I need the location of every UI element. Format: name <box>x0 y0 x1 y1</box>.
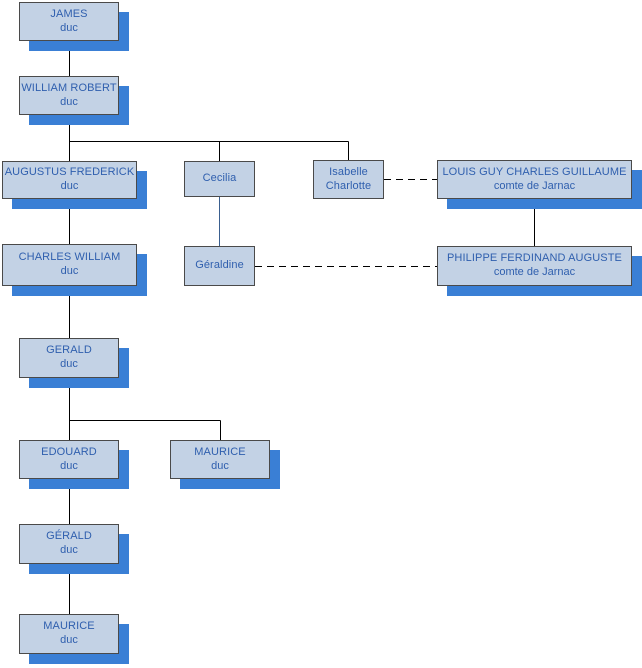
node-name: AUGUSTUS FREDERICK <box>4 166 135 179</box>
node-name: MAURICE <box>194 445 246 458</box>
node-name: GÉRALD <box>46 530 92 543</box>
node-augustus-frederick[interactable]: AUGUSTUS FREDERICK duc <box>2 161 137 199</box>
node-william-robert[interactable]: WILLIAM ROBERT duc <box>19 76 119 115</box>
node-title: comte de Jarnac <box>493 179 576 192</box>
node-title: duc <box>60 634 78 646</box>
node-name: JAMES <box>50 7 88 20</box>
node-title: duc <box>60 265 79 277</box>
node-cecilia[interactable]: Cecilia <box>184 161 255 197</box>
node-name: Géraldine <box>195 259 244 272</box>
node-title: duc <box>211 459 229 472</box>
node-name: WILLIAM ROBERT <box>21 81 117 94</box>
node-maurice-1[interactable]: MAURICE duc <box>170 440 270 479</box>
node-name: GERALD <box>46 344 92 357</box>
node-gerald-2[interactable]: GÉRALD duc <box>19 524 119 564</box>
node-name: EDOUARD <box>41 445 97 458</box>
node-name: MAURICE <box>43 620 95 633</box>
node-edouard[interactable]: EDOUARD duc <box>19 440 119 479</box>
node-name: CHARLES WILLIAM <box>18 251 121 264</box>
node-gerald-1[interactable]: GERALD duc <box>19 338 119 378</box>
node-title: comte de Jarnac <box>493 266 576 278</box>
node-name: Cecilia <box>202 172 237 185</box>
node-charles-william[interactable]: CHARLES WILLIAM duc <box>2 244 137 286</box>
node-name: LOUIS GUY CHARLES GUILLAUME <box>442 165 627 178</box>
node-maurice-2[interactable]: MAURICE duc <box>19 614 119 654</box>
node-geraldine[interactable]: Géraldine <box>184 246 255 286</box>
node-title: duc <box>60 180 79 192</box>
node-louis-guy-charles-guillaume[interactable]: LOUIS GUY CHARLES GUILLAUME comte de Jar… <box>437 160 632 199</box>
node-name: PHILIPPE FERDINAND AUGUSTE <box>447 252 622 265</box>
node-isabelle-charlotte[interactable]: Isabelle Charlotte <box>313 160 384 199</box>
node-title: duc <box>60 358 78 370</box>
node-title: duc <box>60 95 78 108</box>
node-philippe-ferdinand-auguste[interactable]: PHILIPPE FERDINAND AUGUSTE comte de Jarn… <box>437 246 632 286</box>
node-name: Isabelle Charlotte <box>325 165 372 192</box>
node-title: duc <box>60 544 78 556</box>
node-james[interactable]: JAMES duc <box>19 2 119 41</box>
node-title: duc <box>60 21 78 34</box>
node-title: duc <box>60 459 78 472</box>
